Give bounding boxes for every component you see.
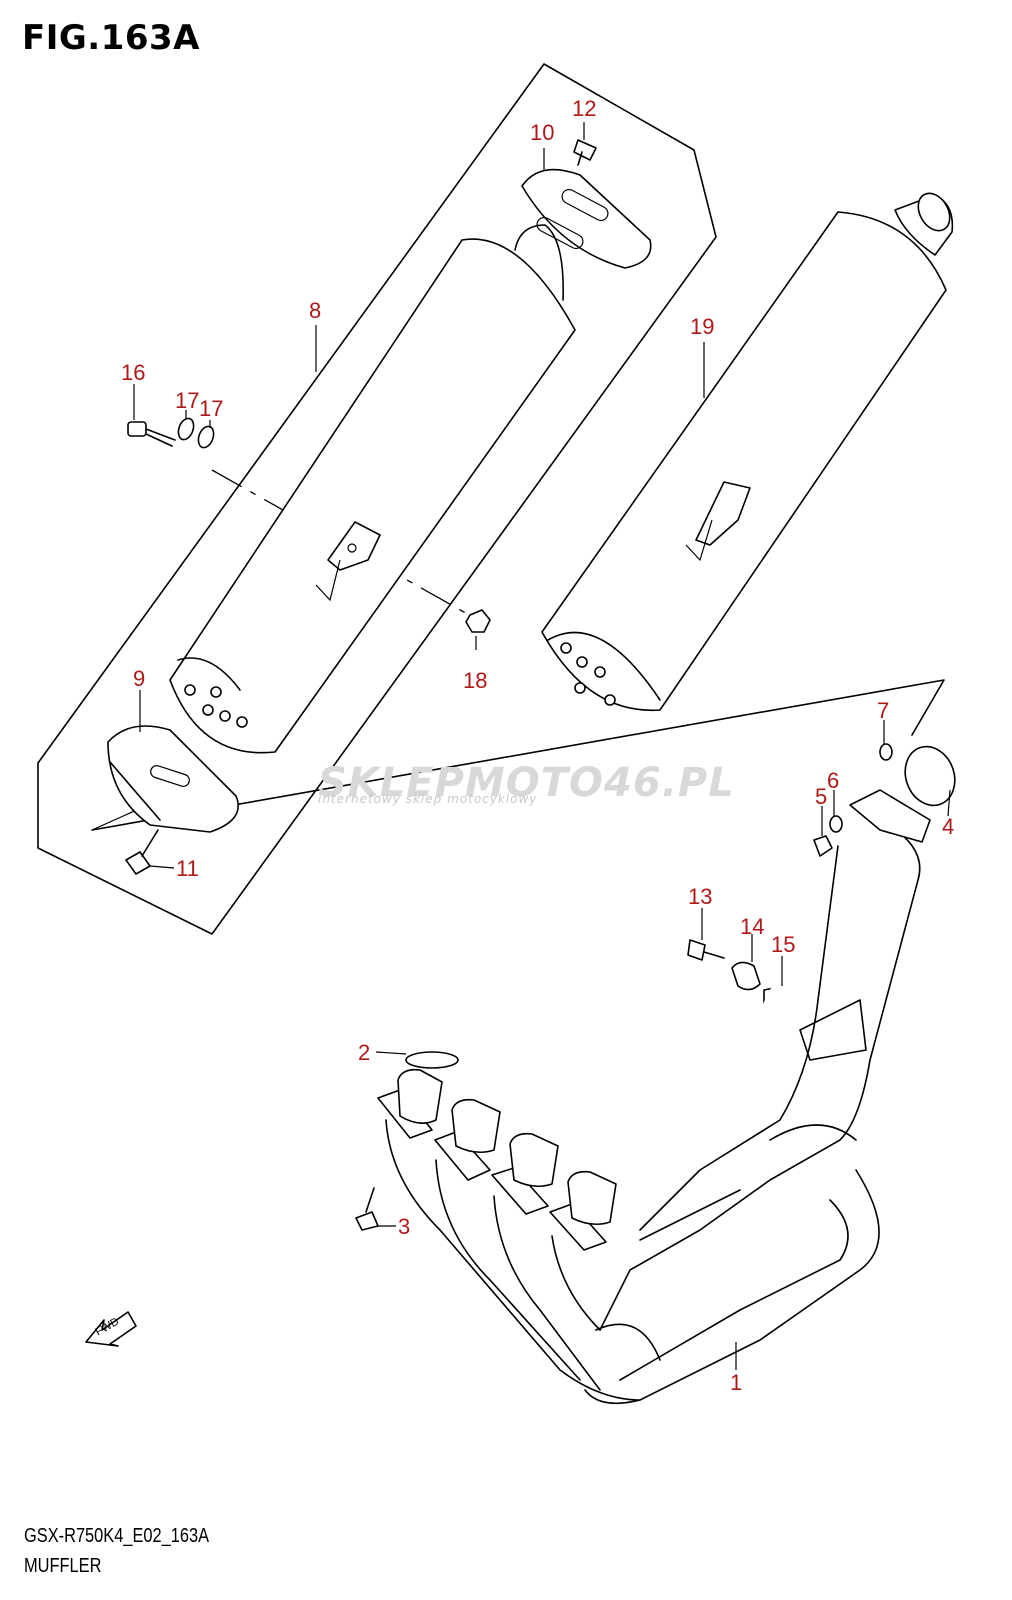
nut-18 — [465, 609, 491, 633]
callout-19: 19 — [690, 314, 715, 339]
nut-7 — [879, 743, 893, 761]
callout-5: 5 — [815, 784, 828, 809]
callout-11: 11 — [176, 856, 199, 881]
callout-16: 16 — [121, 360, 146, 385]
washer-17b — [197, 425, 215, 449]
bolt-12 — [573, 139, 597, 166]
bolt-11 — [125, 829, 159, 875]
collar-14 — [731, 961, 761, 991]
bolt-16 — [127, 421, 176, 447]
callout-14: 14 — [740, 914, 765, 939]
callout-15: 15 — [771, 932, 796, 957]
callout-17b: 17 — [199, 396, 224, 421]
callout-13: 13 — [688, 884, 713, 909]
muffler-right — [541, 192, 954, 712]
callout-9: 9 — [133, 666, 146, 691]
watermark-brand: SKLEPMOTO46.PL — [318, 760, 735, 806]
callout-1: 1 — [730, 1370, 743, 1395]
end-cap-top — [521, 168, 652, 269]
callout-6: 6 — [827, 768, 840, 793]
callout-18: 18 — [463, 668, 488, 693]
header-flanges — [377, 1068, 641, 1401]
end-cap-left — [107, 725, 239, 833]
callout-4: 4 — [942, 814, 955, 839]
washer-17 — [177, 417, 195, 441]
callout-2: 2 — [358, 1040, 371, 1065]
callout-7: 7 — [877, 698, 890, 723]
gasket-2 — [405, 1051, 459, 1069]
callout-17: 17 — [175, 388, 200, 413]
stud-bolt-3 — [355, 1187, 379, 1231]
figure-name: MUFFLER — [24, 1555, 102, 1577]
exhaust-header — [584, 789, 931, 1405]
bolt-5 — [813, 835, 833, 857]
watermark-tagline: internetowy sklep motocyklowy — [318, 792, 538, 806]
callout-8: 8 — [309, 298, 322, 323]
muffler-left — [169, 224, 576, 754]
washer-6 — [829, 815, 843, 833]
assembly-frame — [37, 63, 717, 935]
fwd-arrow-icon — [85, 1311, 137, 1347]
leader-lines — [133, 122, 951, 1370]
callout-12: 12 — [572, 96, 597, 121]
bolt-13 — [687, 939, 725, 961]
guide-line — [91, 679, 945, 831]
figure-title: FIG.163A — [22, 18, 200, 58]
callout-10: 10 — [530, 120, 555, 145]
callout-3: 3 — [398, 1214, 411, 1239]
gasket-4 — [904, 745, 956, 807]
figure-code: GSX-R750K4_E02_163A — [24, 1525, 210, 1547]
